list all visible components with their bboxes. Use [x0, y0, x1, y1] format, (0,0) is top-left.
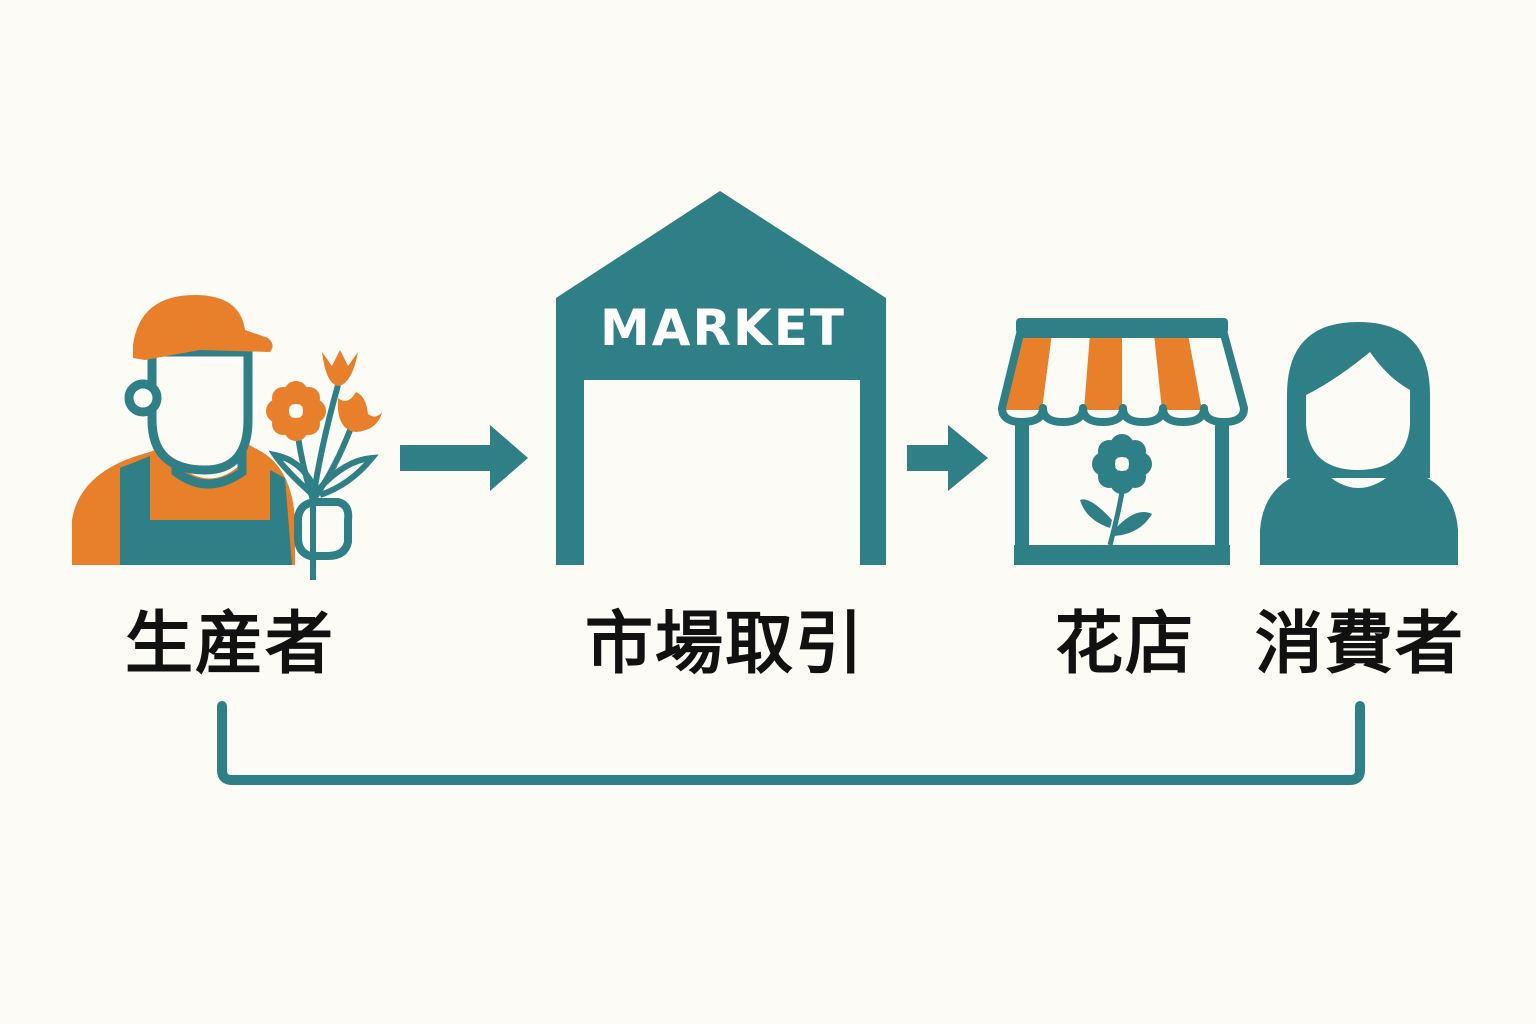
farmer-overalls: [120, 456, 292, 565]
shop-flower-leaf-right: [1114, 512, 1152, 536]
flower-round-icon: [266, 381, 326, 441]
consumer-woman-icon: [1260, 322, 1458, 565]
shop-awning-outline: [998, 330, 1248, 426]
market-building-icon: MARKET: [556, 191, 886, 565]
farmer-face: [147, 347, 253, 475]
florist-label: 花店: [1054, 605, 1195, 684]
shop-base: [1014, 545, 1230, 565]
shop-flower-leaf-left: [1080, 499, 1112, 528]
shop-flower-icon: [1092, 434, 1152, 494]
shop-awning: [998, 330, 1248, 426]
flower-leaf-left: [268, 450, 316, 498]
arrow-producer-to-market: [400, 425, 528, 491]
market-label: 市場取引: [584, 605, 865, 684]
producer-label: 生産者: [124, 605, 335, 684]
flower-tulip-right-icon: [337, 392, 382, 432]
flower-shop-icon: [998, 318, 1248, 565]
consumer-face: [1306, 352, 1410, 470]
flower-stems: [293, 384, 355, 580]
flower-tulip-top-icon: [322, 350, 358, 386]
consumer-body: [1260, 468, 1458, 565]
farmer-neck: [171, 438, 247, 489]
farmer-ear: [124, 379, 162, 417]
farmer-with-flowers-icon: [72, 295, 382, 580]
market-sign-text: MARKET: [600, 299, 846, 357]
farmer-hand: [294, 498, 353, 560]
shop-flower-stem: [1107, 491, 1125, 546]
consumer-label: 消費者: [1254, 605, 1465, 684]
direct-connection-bracket: [217, 701, 1365, 785]
arrow-market-to-florist: [907, 425, 988, 491]
farmer-cap: [133, 295, 273, 360]
market-structure: [556, 191, 886, 565]
flower-leaf-right: [315, 454, 379, 498]
